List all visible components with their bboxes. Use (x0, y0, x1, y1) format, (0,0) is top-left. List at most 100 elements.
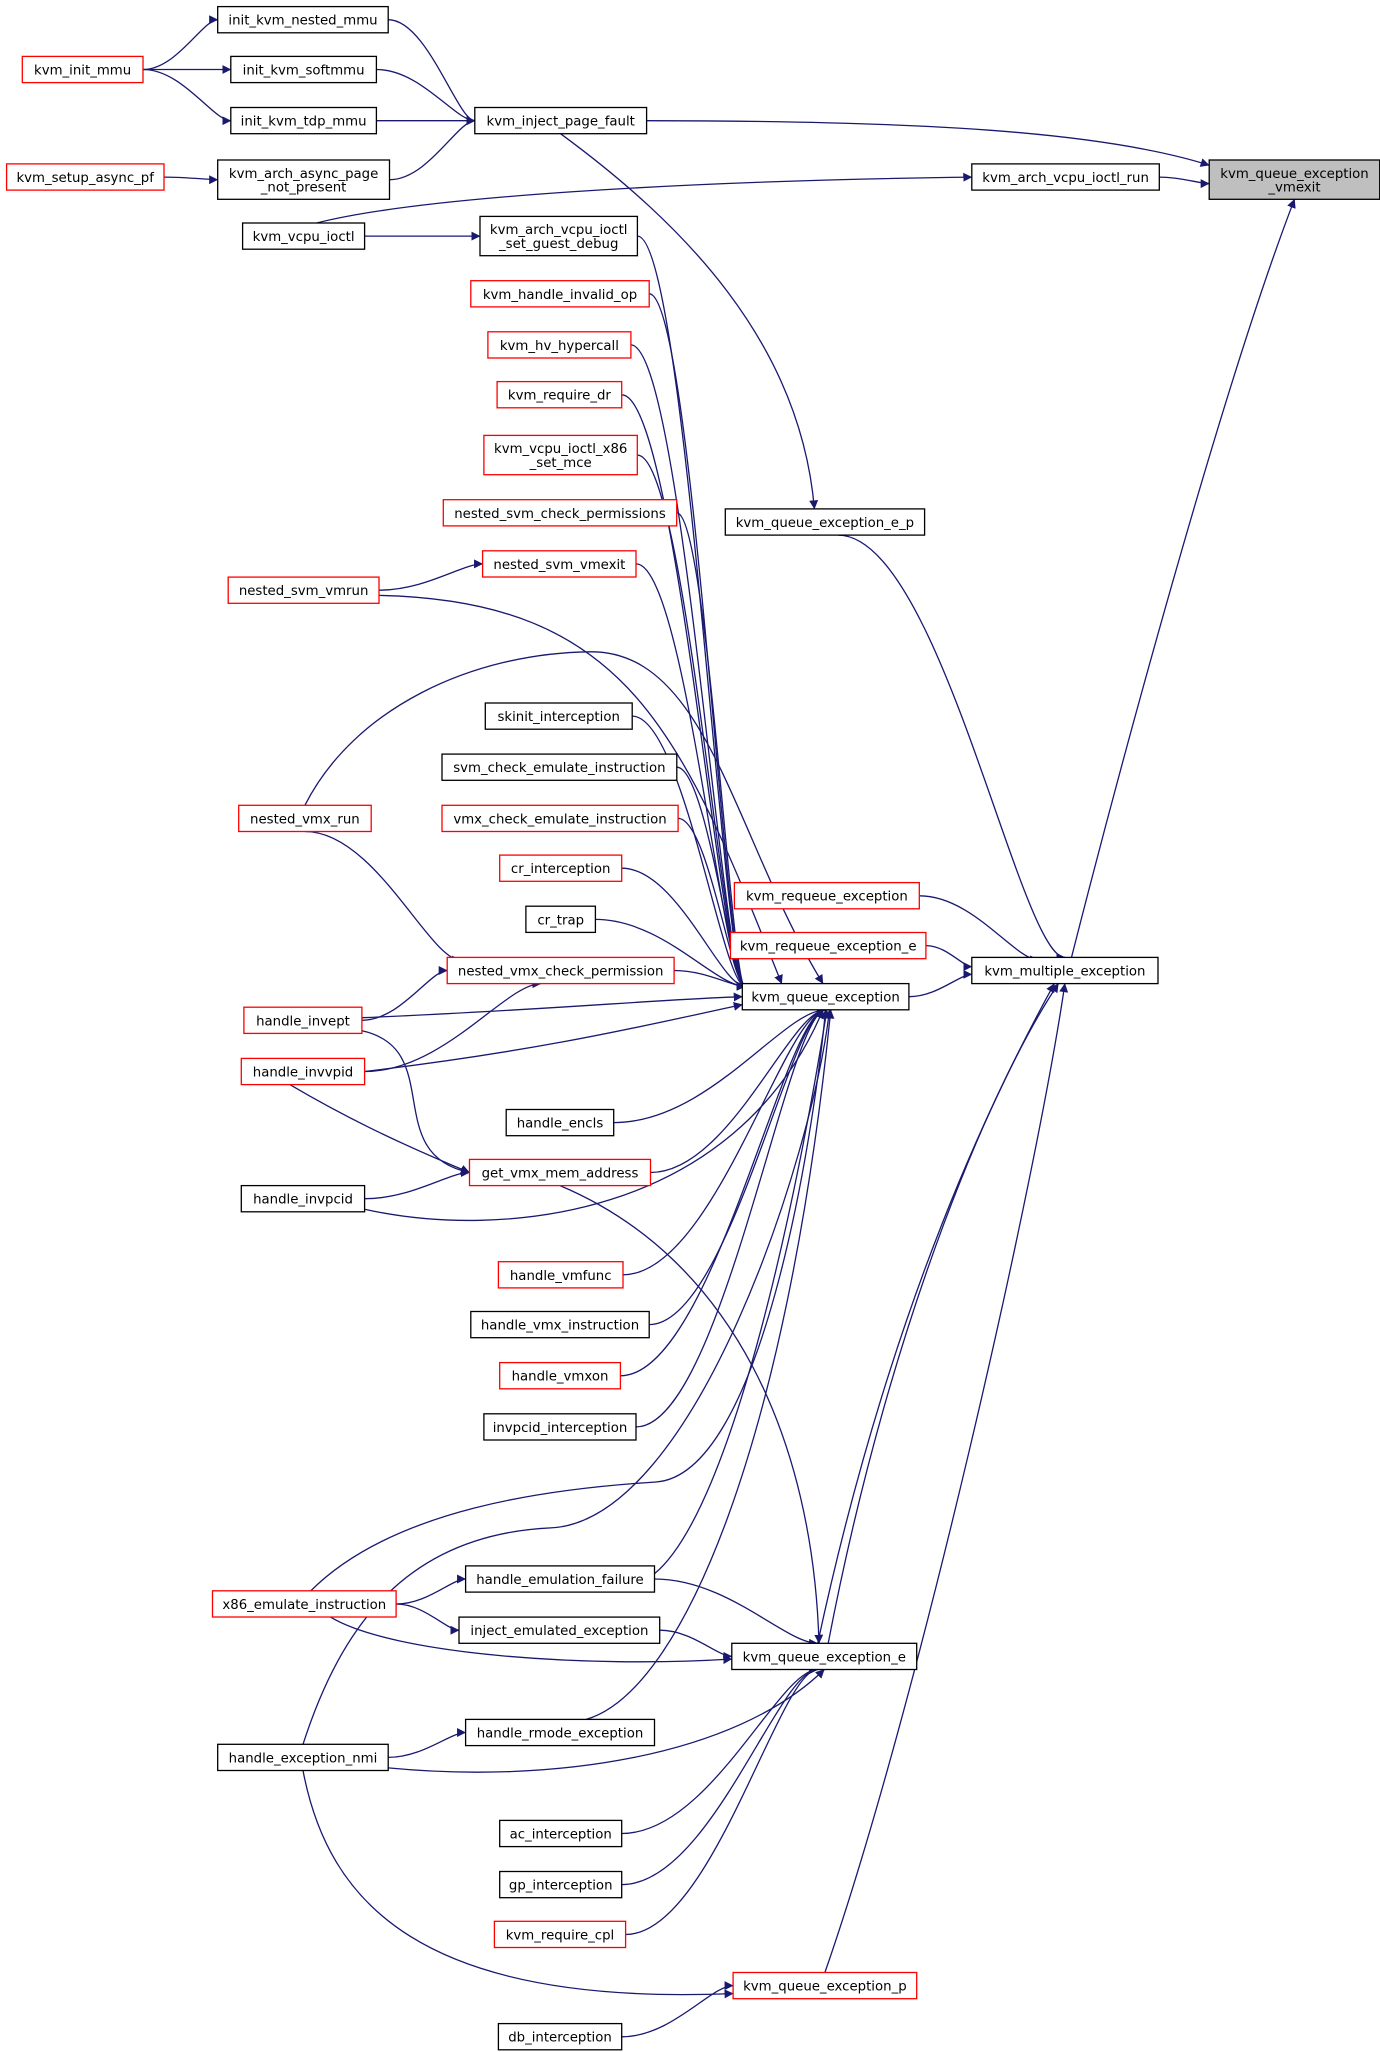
node-box (481, 550, 637, 578)
node-label: kvm_queue_exception (751, 991, 899, 1006)
node-kvm-hv-hypercall[interactable]: kvm_hv_hypercall (487, 331, 632, 359)
node-nested-svm-vmrun[interactable]: nested_svm_vmrun (227, 576, 380, 604)
node-label: inject_emulated_exception (470, 1624, 648, 1639)
node-box (243, 1006, 363, 1035)
node-vmx-check-emulate-instruction[interactable]: vmx_check_emulate_instruction (441, 804, 679, 833)
node-kvm-require-cpl[interactable]: kvm_require_cpl (493, 1920, 627, 1949)
node-box (474, 106, 648, 135)
node-label: cr_interception (511, 862, 611, 877)
node-label: kvm_setup_async_pf (16, 171, 154, 186)
node-kvm-queue-exception-e[interactable]: kvm_queue_exception_e (731, 1642, 918, 1671)
node-svm-check-emulate-instruction[interactable]: svm_check_emulate_instruction (441, 753, 678, 781)
node-handle-rmode-exception[interactable]: handle_rmode_exception (464, 1718, 656, 1747)
node-handle-vmxon[interactable]: handle_vmxon (499, 1361, 622, 1390)
node-label: nested_svm_vmrun (239, 584, 369, 599)
node-label: handle_emulation_failure (476, 1573, 644, 1588)
node-nested-svm-vmexit[interactable]: nested_svm_vmexit (481, 550, 637, 578)
node-init-kvm-tdp-mmu[interactable]: init_kvm_tdp_mmu (230, 106, 378, 135)
edge-kvm-requeue-exception-to-kvm-multiple-exception (919, 895, 1040, 965)
node-box (470, 280, 650, 308)
node-kvm-multiple-exception[interactable]: kvm_multiple_exception (971, 956, 1159, 985)
node-kvm-queue-exception[interactable]: kvm_queue_exception (741, 982, 910, 1011)
node-inject-emulated-exception[interactable]: inject_emulated_exception (458, 1616, 661, 1644)
node-kvm-requeue-exception[interactable]: kvm_requeue_exception (733, 881, 920, 910)
node-box (971, 956, 1159, 985)
node-box (238, 804, 372, 833)
edge-handle-invvpid-to-kvm-queue-exception (364, 1001, 743, 1073)
node-kvm-queue-exception-p[interactable]: kvm_queue_exception_p (732, 1971, 918, 2000)
node-nested-vmx-run[interactable]: nested_vmx_run (238, 804, 372, 833)
node-box (240, 1184, 366, 1213)
node-kvm-queue-exception-e-p[interactable]: kvm_queue_exception_e_p (724, 508, 926, 536)
node-label: kvm_queue_exception_p (743, 1980, 907, 1995)
edge-kvm-inject-page-fault-to-root (646, 120, 1210, 167)
node-box (217, 5, 389, 34)
node-label: _vmexit (1267, 181, 1320, 196)
node-db-interception[interactable]: db_interception (497, 2022, 623, 2051)
edge-invpcid-interception-to-kvm-queue-exception (636, 1005, 827, 1428)
node-kvm-require-dr[interactable]: kvm_require_dr (496, 380, 623, 409)
node-invpcid-interception[interactable]: invpcid_interception (483, 1413, 637, 1441)
edge-handle-invept-to-kvm-queue-exception (361, 992, 743, 1019)
node-handle-emulation-failure[interactable]: handle_emulation_failure (464, 1565, 656, 1593)
node-kvm-inject-page-fault[interactable]: kvm_inject_page_fault (474, 106, 648, 135)
edge-vmx-check-emulate-instruction-to-kvm-queue-exception (677, 817, 746, 991)
node-nested-vmx-check-permission[interactable]: nested_vmx_check_permission (446, 956, 675, 985)
node-box (442, 499, 678, 527)
node-get-vmx-mem-address[interactable]: get_vmx_mem_address (468, 1158, 652, 1187)
edge-handle-vmxon-to-kvm-queue-exception (620, 1005, 827, 1377)
node-x86-emulate-instruction[interactable]: x86_emulate_instruction (211, 1590, 397, 1618)
edge-gp-interception-to-kvm-queue-exception-e (621, 1665, 819, 1886)
node-handle-exception-nmi[interactable]: handle_exception_nmi (217, 1743, 389, 1772)
node-handle-vmfunc[interactable]: handle_vmfunc (497, 1261, 624, 1289)
node-handle-encls[interactable]: handle_encls (505, 1108, 615, 1137)
node-gp-interception[interactable]: gp_interception (499, 1870, 623, 1899)
node-box (731, 1642, 918, 1671)
node-box (484, 702, 633, 730)
edge-kvm-queue-exception-e-to-kvm-multiple-exception (817, 983, 1055, 1644)
node-label: cr_trap (537, 913, 584, 928)
node-box (240, 1057, 366, 1086)
node-handle-invvpid[interactable]: handle_invvpid (240, 1057, 366, 1086)
node-box (230, 55, 378, 84)
edge-handle-vmx-instruction-to-kvm-queue-exception (649, 1005, 827, 1326)
node-nested-svm-check-permissions[interactable]: nested_svm_check_permissions (442, 499, 678, 527)
node-label: handle_vmxon (512, 1370, 609, 1385)
node-ac-interception[interactable]: ac_interception (499, 1819, 623, 1848)
edge-kvm-queue-exception-e-to-kvm-multiple-exception (827, 983, 1059, 1644)
node-kvm-vcpu-ioctl[interactable]: kvm_vcpu_ioctl (241, 222, 366, 250)
node-cr-interception[interactable]: cr_interception (499, 854, 623, 882)
node-handle-invept[interactable]: handle_invept (243, 1006, 363, 1035)
edge-handle-exception-nmi-to-handle-rmode-exception (388, 1728, 467, 1759)
node-init-kvm-softmmu[interactable]: init_kvm_softmmu (230, 55, 378, 84)
node-handle-invpcid[interactable]: handle_invpcid (240, 1184, 366, 1213)
node-box (724, 508, 926, 536)
node-root[interactable]: kvm_queue_exception_vmexit (1208, 159, 1380, 200)
edge-cr-interception-to-kvm-queue-exception (621, 867, 746, 991)
node-kvm-vcpu-ioctl-x86-set-mce[interactable]: kvm_vcpu_ioctl_x86_set_mce (483, 434, 638, 476)
node-kvm-init-mmu[interactable]: kvm_init_mmu (21, 55, 144, 84)
node-kvm-handle-invalid-op[interactable]: kvm_handle_invalid_op (470, 280, 650, 308)
node-box (227, 576, 380, 604)
node-kvm-arch-vcpu-ioctl-run[interactable]: kvm_arch_vcpu_ioctl_run (971, 163, 1160, 191)
node-label: kvm_arch_async_page (229, 167, 378, 182)
node-cr-trap[interactable]: cr_trap (525, 905, 597, 934)
node-box (211, 1590, 397, 1618)
node-kvm-requeue-exception-e[interactable]: kvm_requeue_exception_e (729, 931, 927, 960)
node-kvm-setup-async-pf[interactable]: kvm_setup_async_pf (5, 163, 165, 191)
edge-nested-vmx-run-to-nested-vmx-check-permission (304, 830, 461, 965)
edge-kvm-require-cpl-to-kvm-queue-exception-e (625, 1665, 819, 1936)
edge-kvm-multiple-exception-to-root (1070, 198, 1296, 958)
edge-nested-vmx-check-permission-to-kvm-queue-exception (674, 969, 746, 991)
edge-handle-exception-nmi-to-kvm-queue-exception-e (388, 1669, 825, 1773)
node-handle-vmx-instruction[interactable]: handle_vmx_instruction (470, 1310, 650, 1339)
edge-handle-emulation-failure-to-kvm-queue-exception (653, 1009, 831, 1575)
node-init-kvm-nested-mmu[interactable]: init_kvm_nested_mmu (217, 5, 389, 34)
node-label: _set_mce (529, 456, 592, 471)
node-box (217, 159, 391, 200)
node-kvm-arch-async-page-not-present[interactable]: kvm_arch_async_page_not_present (217, 159, 391, 200)
node-kvm-arch-vcpu-ioctl-set-guest-debug[interactable]: kvm_arch_vcpu_ioctl_set_guest_debug (479, 215, 639, 257)
edge-kvm-vcpu-ioctl-to-kvm-arch-vcpu-ioctl-run (316, 172, 973, 224)
node-box (230, 106, 378, 135)
node-skinit-interception[interactable]: skinit_interception (484, 702, 633, 730)
